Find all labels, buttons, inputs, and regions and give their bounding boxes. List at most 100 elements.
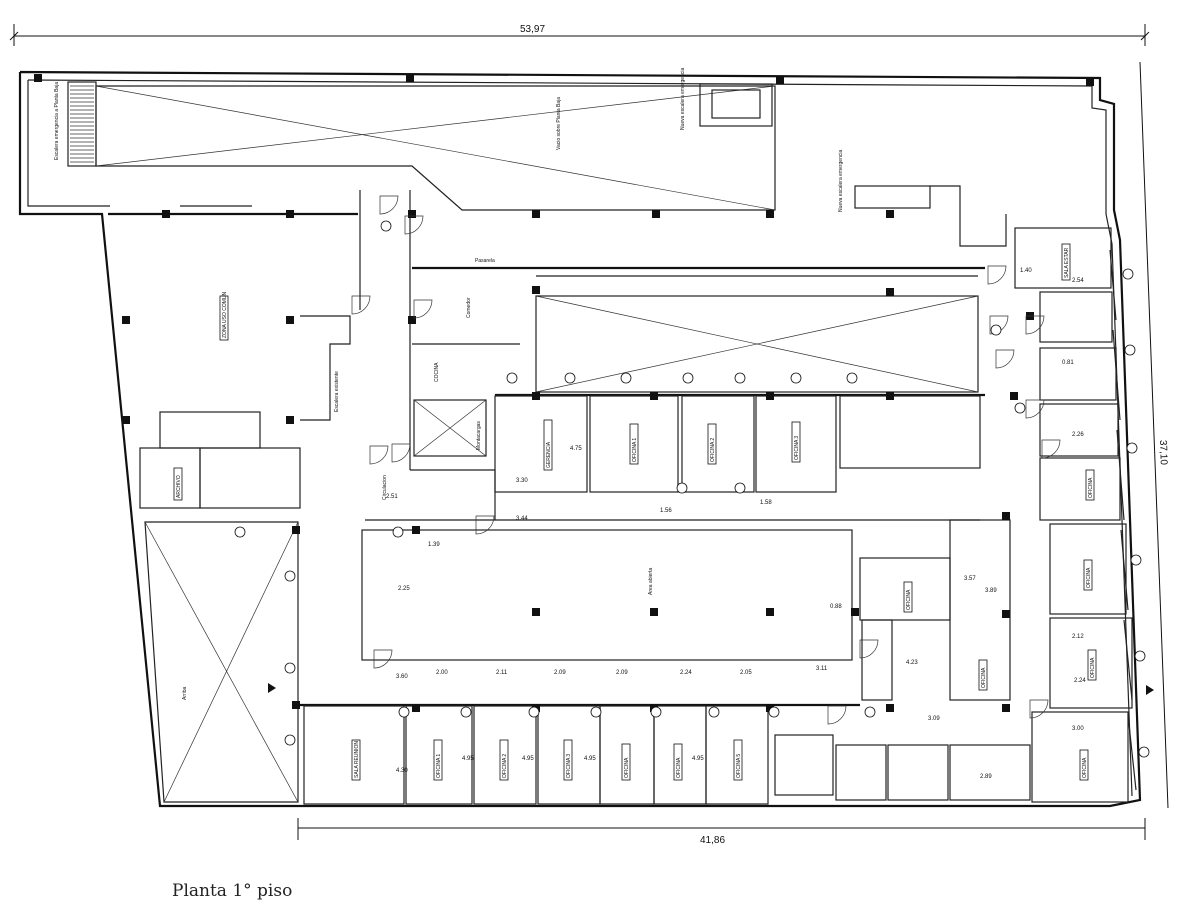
- svg-text:3.09: 3.09: [928, 716, 940, 722]
- svg-text:1.56: 1.56: [660, 508, 672, 514]
- svg-text:Escalera existente: Escalera existente: [334, 371, 340, 412]
- room-bottom-1: OFICINA 1: [436, 754, 442, 778]
- column: [34, 74, 42, 82]
- grid-marker: [392, 526, 404, 538]
- grid-marker: [284, 662, 296, 674]
- svg-text:0.81: 0.81: [1062, 360, 1074, 366]
- column: [886, 210, 894, 218]
- grid-marker: [1122, 268, 1134, 280]
- grid-marker: [846, 372, 858, 384]
- svg-text:2.51: 2.51: [386, 494, 398, 500]
- label-archivo: ARCHIVO: [176, 475, 182, 498]
- column: [886, 704, 894, 712]
- column: [1086, 78, 1094, 86]
- door-swing: [1025, 315, 1045, 335]
- column: [1002, 610, 1010, 618]
- column: [652, 210, 660, 218]
- svg-text:3.30: 3.30: [516, 478, 528, 484]
- grid-marker: [990, 324, 1002, 336]
- column: [286, 316, 294, 324]
- svg-text:2.11: 2.11: [496, 670, 508, 676]
- outer-walls: [18, 70, 1142, 808]
- top-offices: [365, 393, 985, 521]
- svg-text:1.39: 1.39: [428, 542, 440, 548]
- void-left: [144, 521, 299, 803]
- room-top-2: OFICINA 2: [710, 438, 716, 462]
- label-circulacion: Circulacion: [382, 475, 388, 500]
- grid-marker: [1130, 554, 1142, 566]
- column: [292, 526, 300, 534]
- grid-marker: [380, 220, 392, 232]
- grid-marker: [790, 372, 802, 384]
- column: [122, 316, 130, 324]
- door-swing: [413, 299, 433, 319]
- room-right-5: OFICINA: [906, 589, 912, 610]
- grid-marker: [682, 372, 694, 384]
- label-arriba: Arriba: [182, 686, 188, 700]
- dimension-top: 53,97: [9, 24, 1150, 46]
- grid-marker: [528, 706, 540, 718]
- room-top-1: OFICINA 1: [632, 438, 638, 462]
- svg-text:3.11: 3.11: [816, 666, 828, 672]
- svg-text:3.89: 3.89: [985, 588, 997, 594]
- door-swing: [373, 649, 393, 669]
- svg-text:4.75: 4.75: [570, 446, 582, 452]
- room-bottom-2: OFICINA 2: [502, 754, 508, 778]
- svg-text:3.57: 3.57: [964, 576, 976, 582]
- grid-marker: [768, 706, 780, 718]
- grid-marker: [506, 372, 518, 384]
- column: [406, 74, 414, 82]
- room-bottom-4: OFICINA: [624, 757, 630, 778]
- column: [122, 416, 130, 424]
- svg-text:2.25: 2.25: [398, 586, 410, 592]
- room-right-2: OFICINA: [1086, 567, 1092, 588]
- column: [408, 210, 416, 218]
- room-right-3: OFICINA: [1090, 657, 1096, 678]
- svg-text:4.95: 4.95: [692, 756, 704, 762]
- open-area: Area abierta: [361, 529, 853, 661]
- svg-text:3.00: 3.00: [1072, 726, 1084, 732]
- section-arrow: [268, 683, 276, 693]
- column: [408, 316, 416, 324]
- svg-text:4.23: 4.23: [906, 660, 918, 666]
- stair-top-right: Nueva escalera emergencia: [838, 150, 1007, 247]
- room-top-3: OFICINA 3: [794, 436, 800, 460]
- center-area: Pasarela Comedor COCINA Montacargas: [412, 258, 985, 457]
- grid-marker: [650, 706, 662, 718]
- svg-text:2.05: 2.05: [740, 670, 752, 676]
- column: [886, 288, 894, 296]
- grid-marker: [1134, 650, 1146, 662]
- svg-text:Pasarela: Pasarela: [475, 258, 495, 264]
- grid-marker: [1126, 442, 1138, 454]
- grid-markers: [234, 220, 1154, 758]
- svg-text:3.60: 3.60: [396, 674, 408, 680]
- column: [532, 392, 540, 400]
- door-swing: [827, 705, 847, 725]
- column: [650, 392, 658, 400]
- column: [766, 704, 774, 712]
- svg-text:4.30: 4.30: [396, 768, 408, 774]
- svg-text:COCINA: COCINA: [434, 362, 440, 382]
- door-swing: [391, 443, 411, 463]
- svg-text:2.12: 2.12: [1072, 634, 1084, 640]
- stair-top-center: Nueva escalera emergencia Vacio sobre Pl…: [556, 68, 773, 150]
- left-wing: Escalera existente: [108, 190, 411, 509]
- door-swing: [404, 215, 424, 235]
- grid-marker: [734, 482, 746, 494]
- door-swing: [379, 195, 399, 215]
- svg-text:2.26: 2.26: [1072, 432, 1084, 438]
- door-swing: [987, 265, 1007, 285]
- door-swing: [995, 349, 1015, 369]
- svg-text:4.95: 4.95: [584, 756, 596, 762]
- grid-marker: [398, 706, 410, 718]
- stair-top-left: Escalera emergencia a Planta Baja: [54, 81, 97, 167]
- column: [286, 210, 294, 218]
- door-swing: [351, 295, 371, 315]
- grid-marker: [676, 482, 688, 494]
- svg-text:1.40: 1.40: [1020, 268, 1032, 274]
- bottom-offices: [300, 703, 1129, 805]
- dimension-bottom-label: 41,86: [700, 835, 725, 846]
- column: [1002, 512, 1010, 520]
- svg-text:Escalera emergencia a Planta B: Escalera emergencia a Planta Baja: [54, 82, 60, 160]
